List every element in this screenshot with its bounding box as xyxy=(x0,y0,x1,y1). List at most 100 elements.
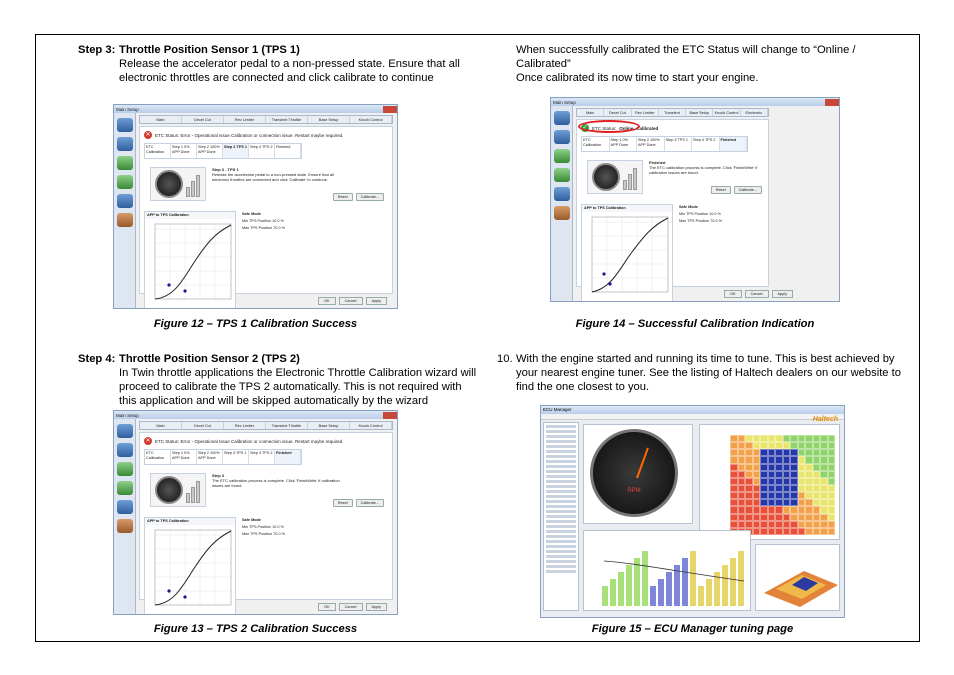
map-cell[interactable] xyxy=(760,449,768,457)
map-cell[interactable] xyxy=(805,470,813,478)
map-cell[interactable] xyxy=(775,492,783,500)
ok-button[interactable]: OK xyxy=(318,297,336,305)
map-cell[interactable] xyxy=(730,499,738,507)
map-cell[interactable] xyxy=(812,435,820,443)
map-cell[interactable] xyxy=(730,449,738,457)
map-cell[interactable] xyxy=(812,506,820,514)
map-cell[interactable] xyxy=(812,456,820,464)
map-cell[interactable] xyxy=(797,499,805,507)
outputs-icon[interactable] xyxy=(553,149,570,163)
devices-icon[interactable] xyxy=(553,187,570,201)
map-cell[interactable] xyxy=(812,520,820,528)
map-cell[interactable] xyxy=(737,520,745,528)
map-cell[interactable] xyxy=(782,442,790,450)
map-cell[interactable] xyxy=(812,449,820,457)
map-cell[interactable] xyxy=(752,477,760,485)
map-cell[interactable] xyxy=(752,484,760,493)
tab-decel-cut[interactable]: Decel Cut xyxy=(182,422,224,429)
map-cell[interactable] xyxy=(767,513,775,521)
map-cell[interactable] xyxy=(730,442,738,450)
map-cell[interactable] xyxy=(767,527,775,535)
map-cell[interactable] xyxy=(745,513,753,521)
map-cell[interactable] xyxy=(797,506,805,514)
map-cell[interactable] xyxy=(767,456,775,464)
map-cell[interactable] xyxy=(805,484,813,493)
map-cell[interactable] xyxy=(782,492,790,500)
map-cell[interactable] xyxy=(805,527,813,535)
map-cell[interactable] xyxy=(790,463,798,471)
map-cell[interactable] xyxy=(745,470,753,478)
map-cell[interactable] xyxy=(812,484,820,493)
map-cell[interactable] xyxy=(775,442,783,450)
apply-button[interactable]: Apply xyxy=(365,297,387,305)
apply-button[interactable]: Apply xyxy=(365,603,387,611)
map-cell[interactable] xyxy=(760,527,768,535)
map-cell[interactable] xyxy=(767,435,775,443)
map-cell[interactable] xyxy=(767,492,775,500)
map-cell[interactable] xyxy=(820,513,828,521)
map-cell[interactable] xyxy=(752,435,760,443)
inputs-icon[interactable] xyxy=(116,175,133,189)
map-cell[interactable] xyxy=(760,477,768,485)
map-cell[interactable] xyxy=(827,492,835,500)
map-cell[interactable] xyxy=(760,520,768,528)
apply-button[interactable]: Apply xyxy=(771,290,793,298)
advanced-icon[interactable] xyxy=(553,130,570,144)
map-cell[interactable] xyxy=(805,520,813,528)
map-cell[interactable] xyxy=(775,449,783,457)
data-logging-icon[interactable] xyxy=(553,206,570,220)
tab-transient-throttle[interactable]: Transient Throttle xyxy=(659,109,687,123)
map-cell[interactable] xyxy=(805,506,813,514)
close-icon[interactable] xyxy=(383,105,397,113)
tab-decel-cut[interactable]: Decel Cut xyxy=(182,116,224,123)
map-cell[interactable] xyxy=(752,513,760,521)
map-cell[interactable] xyxy=(812,442,820,450)
map-cell[interactable] xyxy=(767,484,775,493)
map-cell[interactable] xyxy=(760,442,768,450)
map-cell[interactable] xyxy=(767,520,775,528)
map-cell[interactable] xyxy=(797,442,805,450)
tab-transient-throttle[interactable]: Transient Throttle xyxy=(266,422,308,429)
map-cell[interactable] xyxy=(820,506,828,514)
map-cell[interactable] xyxy=(775,520,783,528)
map-cell[interactable] xyxy=(745,492,753,500)
calibrate-button[interactable]: Calibrate... xyxy=(355,193,384,201)
map-cell[interactable] xyxy=(797,484,805,493)
map-cell[interactable] xyxy=(797,456,805,464)
tab-base-setup[interactable]: Base Setup xyxy=(686,109,714,116)
map-cell[interactable] xyxy=(790,442,798,450)
map-cell[interactable] xyxy=(782,470,790,478)
ok-button[interactable]: OK xyxy=(724,290,742,298)
devices-icon[interactable] xyxy=(116,194,133,208)
map-cell[interactable] xyxy=(827,484,835,493)
map-cell[interactable] xyxy=(767,449,775,457)
map-cell[interactable] xyxy=(775,477,783,485)
map-cell[interactable] xyxy=(775,435,783,443)
map-cell[interactable] xyxy=(745,484,753,493)
map-cell[interactable] xyxy=(790,449,798,457)
tab-main[interactable]: Main xyxy=(140,422,182,429)
main-icon[interactable] xyxy=(553,111,570,125)
map-cell[interactable] xyxy=(790,506,798,514)
map-cell[interactable] xyxy=(797,435,805,443)
map-cell[interactable] xyxy=(760,470,768,478)
map-cell[interactable] xyxy=(782,435,790,443)
map-cell[interactable] xyxy=(767,477,775,485)
map-cell[interactable] xyxy=(827,470,835,478)
map-cell[interactable] xyxy=(730,506,738,514)
map-cell[interactable] xyxy=(805,513,813,521)
map-cell[interactable] xyxy=(745,520,753,528)
tab-knock-control[interactable]: Knock Control xyxy=(713,109,741,116)
map-cell[interactable] xyxy=(805,477,813,485)
inputs-icon[interactable] xyxy=(116,481,133,495)
map-cell[interactable] xyxy=(805,463,813,471)
map-cell[interactable] xyxy=(730,492,738,500)
map-cell[interactable] xyxy=(775,484,783,493)
map-cell[interactable] xyxy=(737,477,745,485)
map-cell[interactable] xyxy=(782,499,790,507)
map-cell[interactable] xyxy=(782,527,790,535)
reset-button[interactable]: Reset xyxy=(710,186,731,194)
close-icon[interactable] xyxy=(825,98,839,106)
map-cell[interactable] xyxy=(737,456,745,464)
map-cell[interactable] xyxy=(805,442,813,450)
